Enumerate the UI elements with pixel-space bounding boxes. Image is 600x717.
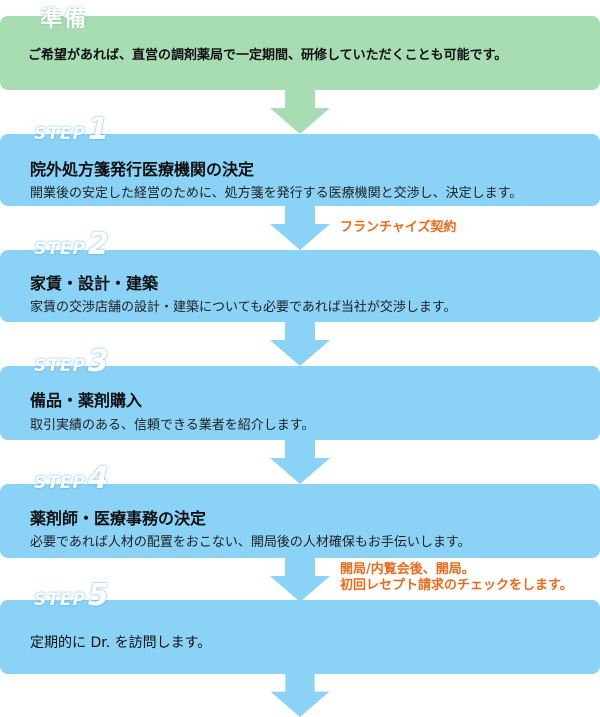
flow-arrow-3 [270, 440, 330, 484]
step-1-description: 開業後の安定した経営のために、処方箋を発行する医療機関と交渉し、決定します。 [30, 186, 523, 201]
step-2-title: 家賃・設計・建築 [30, 274, 159, 293]
opening-note-line-2: 初回レセプト請求のチェックをします。 [340, 578, 573, 593]
opening-note-line-1: 開局/内覧会後、開局。 [340, 562, 475, 577]
flow-arrow-green [270, 90, 330, 134]
step-4-word: STEP [34, 473, 86, 493]
preparation-title: 準備 [40, 7, 89, 32]
step-1-label: STEP1 [34, 112, 109, 147]
step-4-description: 必要であれば人材の配置をおこない、開局後の人材確保もお手伝いします。 [30, 535, 471, 550]
flow-arrow-4 [270, 558, 330, 602]
step-3-description: 取引実績のある、信頼できる業者を紹介します。 [30, 418, 315, 433]
opening-note: 開局/内覧会後、開局。 初回レセプト請求のチェックをします。 [340, 562, 573, 594]
step-1-word: STEP [34, 124, 86, 144]
step-3-word: STEP [34, 356, 86, 376]
step-5-number: 5 [87, 578, 109, 613]
step-3-box: 備品・薬剤購入 取引実績のある、信頼できる業者を紹介します。 [0, 366, 600, 440]
step-1-box: 院外処方箋発行医療機関の決定 開業後の安定した経営のために、処方箋を発行する医療… [0, 134, 600, 206]
step-5-box: 定期的に Dr. を訪問します。 [0, 600, 600, 674]
step-2-word: STEP [34, 239, 86, 259]
flow-arrow-1 [270, 206, 330, 250]
step-3-number: 3 [87, 344, 109, 379]
step-3-title: 備品・薬剤購入 [30, 391, 143, 410]
franchise-note: フランチャイズ契約 [340, 220, 457, 235]
step-4-title: 薬剤師・医療事務の決定 [30, 509, 207, 528]
step-2-box: 家賃・設計・建築 家賃の交渉店舗の設計・建築についても必要であれば当社が交渉しま… [0, 250, 600, 322]
step-3-label: STEP3 [34, 344, 109, 379]
preparation-box: ご希望があれば、直営の調剤薬局で一定期間、研修していただくことも可能です。 [0, 16, 600, 90]
flow-arrow-2 [270, 322, 330, 366]
step-1-number: 1 [87, 112, 109, 147]
step-2-number: 2 [87, 227, 109, 262]
flow-arrow-final [270, 674, 330, 717]
step-2-description: 家賃の交渉店舗の設計・建築についても必要であれば当社が交渉します。 [30, 300, 457, 315]
step-1-title: 院外処方箋発行医療機関の決定 [30, 160, 255, 179]
step-2-label: STEP2 [34, 227, 109, 262]
step-5-description: 定期的に Dr. を訪問します。 [30, 635, 212, 651]
preparation-description: ご希望があれば、直営の調剤薬局で一定期間、研修していただくことも可能です。 [28, 48, 508, 63]
step-4-number: 4 [87, 461, 109, 496]
step-4-label: STEP4 [34, 461, 109, 496]
step-5-word: STEP [34, 590, 86, 610]
step-5-label: STEP5 [34, 578, 109, 613]
step-4-box: 薬剤師・医療事務の決定 必要であれば人材の配置をおこない、開局後の人材確保もお手… [0, 484, 600, 558]
